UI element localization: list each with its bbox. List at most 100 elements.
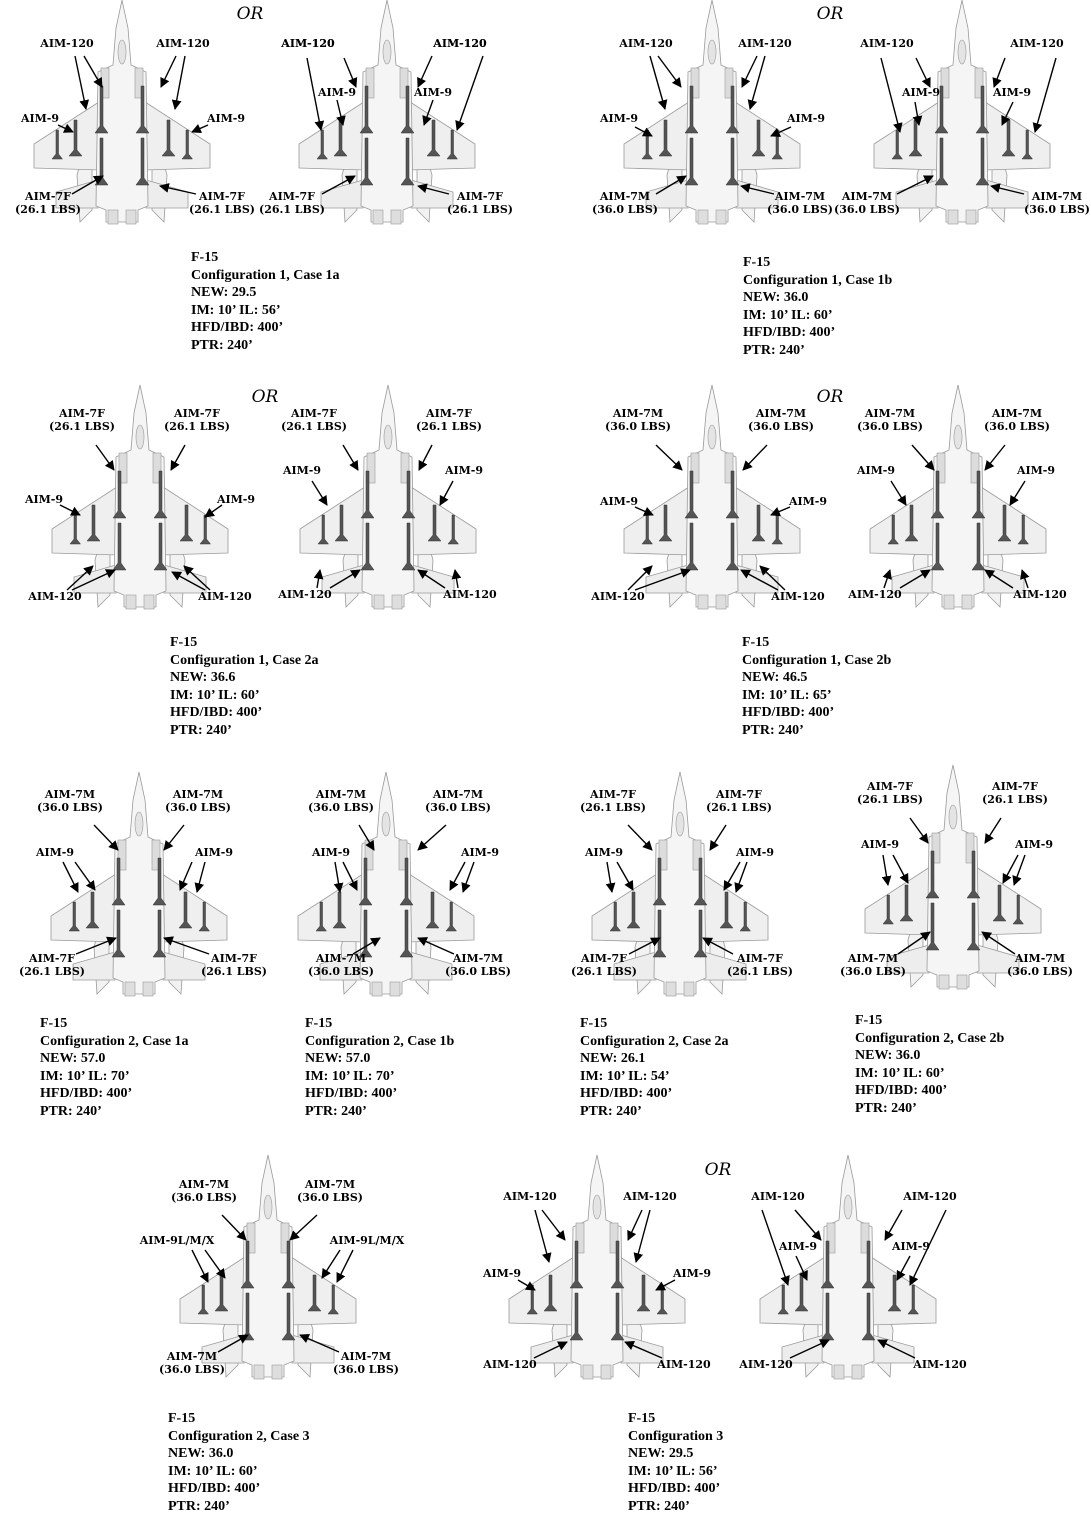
caption-line: Configuration 3	[628, 1428, 724, 1444]
missile-label: AIM-120	[590, 590, 645, 603]
or-label: OR	[817, 4, 844, 24]
caption-line: NEW: 46.5	[742, 670, 808, 686]
aircraft-name: F-15	[40, 1016, 68, 1031]
missile-label: AIM-7M(36.0 LBS)	[834, 190, 900, 216]
pointer-arrow	[306, 57, 325, 131]
missile-label: AIM-7F(26.1 LBS)	[164, 407, 230, 433]
caption-line: PTR: 240’	[743, 342, 805, 358]
pointer-arrow	[170, 444, 186, 471]
f15-aircraft-icon	[298, 0, 476, 225]
caption-line: HFD/IBD: 400’	[628, 1481, 721, 1497]
pointer-arrow	[163, 936, 210, 955]
pointer-arrow	[723, 861, 741, 891]
caption-line: Configuration 2, Case 1a	[40, 1033, 189, 1049]
pointer-arrow	[981, 931, 1016, 955]
pointer-arrow	[311, 480, 328, 506]
caption-line: NEW: 57.0	[305, 1051, 371, 1067]
missile-label: AIM-7M(36.0 LBS)	[333, 1350, 399, 1376]
missile-label: AIM-120	[656, 1358, 711, 1371]
pointer-arrow	[1009, 480, 1026, 506]
pointer-arrow	[342, 861, 358, 891]
pointer-arrow	[171, 571, 206, 591]
missile-label: AIM-9	[413, 86, 452, 99]
caption-line: PTR: 240’	[40, 1103, 102, 1119]
caption-line: IM: 10’ IL: 56’	[191, 302, 281, 318]
pointer-arrow	[605, 861, 616, 893]
pointer-arrow	[616, 861, 634, 891]
pointer-arrow	[95, 444, 115, 471]
missile-label: AIM-7F(26.1 LBS)	[201, 952, 267, 978]
pointer-arrow	[655, 175, 687, 195]
pointer-arrow	[57, 123, 74, 133]
missile-label: AIM-9	[444, 464, 483, 477]
pointer-arrow	[657, 55, 682, 88]
missile-label: AIM-7F(26.1 LBS)	[447, 190, 513, 216]
missile-label: AIM-7M(36.0 LBS)	[748, 407, 814, 433]
missile-label: AIM-120	[859, 37, 914, 50]
pointer-arrow	[204, 1249, 226, 1279]
missile-label: AIM-120	[1009, 37, 1064, 50]
aircraft-name: F-15	[742, 635, 770, 650]
pointer-arrow	[418, 444, 433, 471]
missile-label: AIM-9	[860, 838, 899, 851]
pointer-arrow	[624, 1341, 663, 1359]
missile-label: AIM-7M(36.0 LBS)	[308, 952, 374, 978]
caption-line: HFD/IBD: 400’	[170, 705, 263, 721]
missile-label: AIM-120	[847, 588, 902, 601]
pointer-arrow	[897, 931, 931, 955]
caption-line: PTR: 240’	[305, 1103, 367, 1119]
caption-line: NEW: 36.0	[168, 1446, 234, 1462]
aircraft-name: F-15	[168, 1411, 196, 1426]
missile-label: AIM-9	[584, 846, 623, 859]
pointer-arrow	[655, 1279, 676, 1291]
caption-line: Configuration 1, Case 1a	[191, 267, 340, 283]
pointer-arrow	[417, 183, 450, 195]
pointer-arrow	[877, 1339, 916, 1359]
missile-label: AIM-120	[618, 37, 673, 50]
pointer-arrow	[159, 183, 197, 195]
pointer-arrow	[984, 444, 1006, 471]
missile-label: AIM-120	[432, 37, 487, 50]
missile-label: AIM-9	[856, 464, 895, 477]
pointer-arrow	[163, 824, 185, 851]
missile-label: AIM-7F(26.1 LBS)	[580, 788, 646, 814]
missile-label: AIM-9	[788, 495, 827, 508]
pointer-arrow	[75, 936, 117, 955]
pointer-arrow	[517, 1279, 536, 1291]
missile-label: AIM-9	[206, 112, 245, 125]
caption-line: IM: 10’ IL: 65’	[742, 687, 832, 703]
missile-label: AIM-7F(26.1 LBS)	[189, 190, 255, 216]
caption-line: PTR: 240’	[580, 1103, 642, 1119]
pointer-arrow	[896, 175, 934, 195]
pointer-arrow	[912, 101, 923, 126]
pointer-arrow	[171, 55, 186, 110]
missile-label: AIM-120	[737, 37, 792, 50]
missile-label: AIM-7M(36.0 LBS)	[984, 407, 1050, 433]
pointer-arrow	[702, 937, 734, 955]
pointer-arrow	[915, 57, 931, 88]
pointer-arrow	[321, 1249, 341, 1279]
missile-label: AIM-7F(26.1 LBS)	[982, 780, 1048, 806]
pointer-arrow	[655, 444, 683, 471]
arrows-layer	[57, 55, 1057, 1359]
pointer-arrow	[984, 569, 1014, 589]
caption-line: IM: 10’ IL: 60’	[743, 307, 833, 323]
caption-line: PTR: 240’	[628, 1498, 690, 1514]
caption-line: NEW: 36.6	[170, 670, 236, 686]
pointer-arrow	[633, 1209, 651, 1263]
caption-line: NEW: 36.0	[855, 1048, 921, 1064]
caption-line: IM: 10’ IL: 70’	[305, 1068, 395, 1084]
missile-label: AIM-120	[750, 1190, 805, 1203]
missile-label: AIM-120	[197, 590, 252, 603]
caption-line: HFD/IBD: 400’	[855, 1083, 948, 1099]
pointer-arrow	[439, 480, 454, 506]
or-label: OR	[817, 387, 844, 407]
caption-line: NEW: 36.0	[743, 290, 809, 306]
caption-line: PTR: 240’	[855, 1100, 917, 1116]
missile-label: AIM-7F(26.1 LBS)	[19, 952, 85, 978]
